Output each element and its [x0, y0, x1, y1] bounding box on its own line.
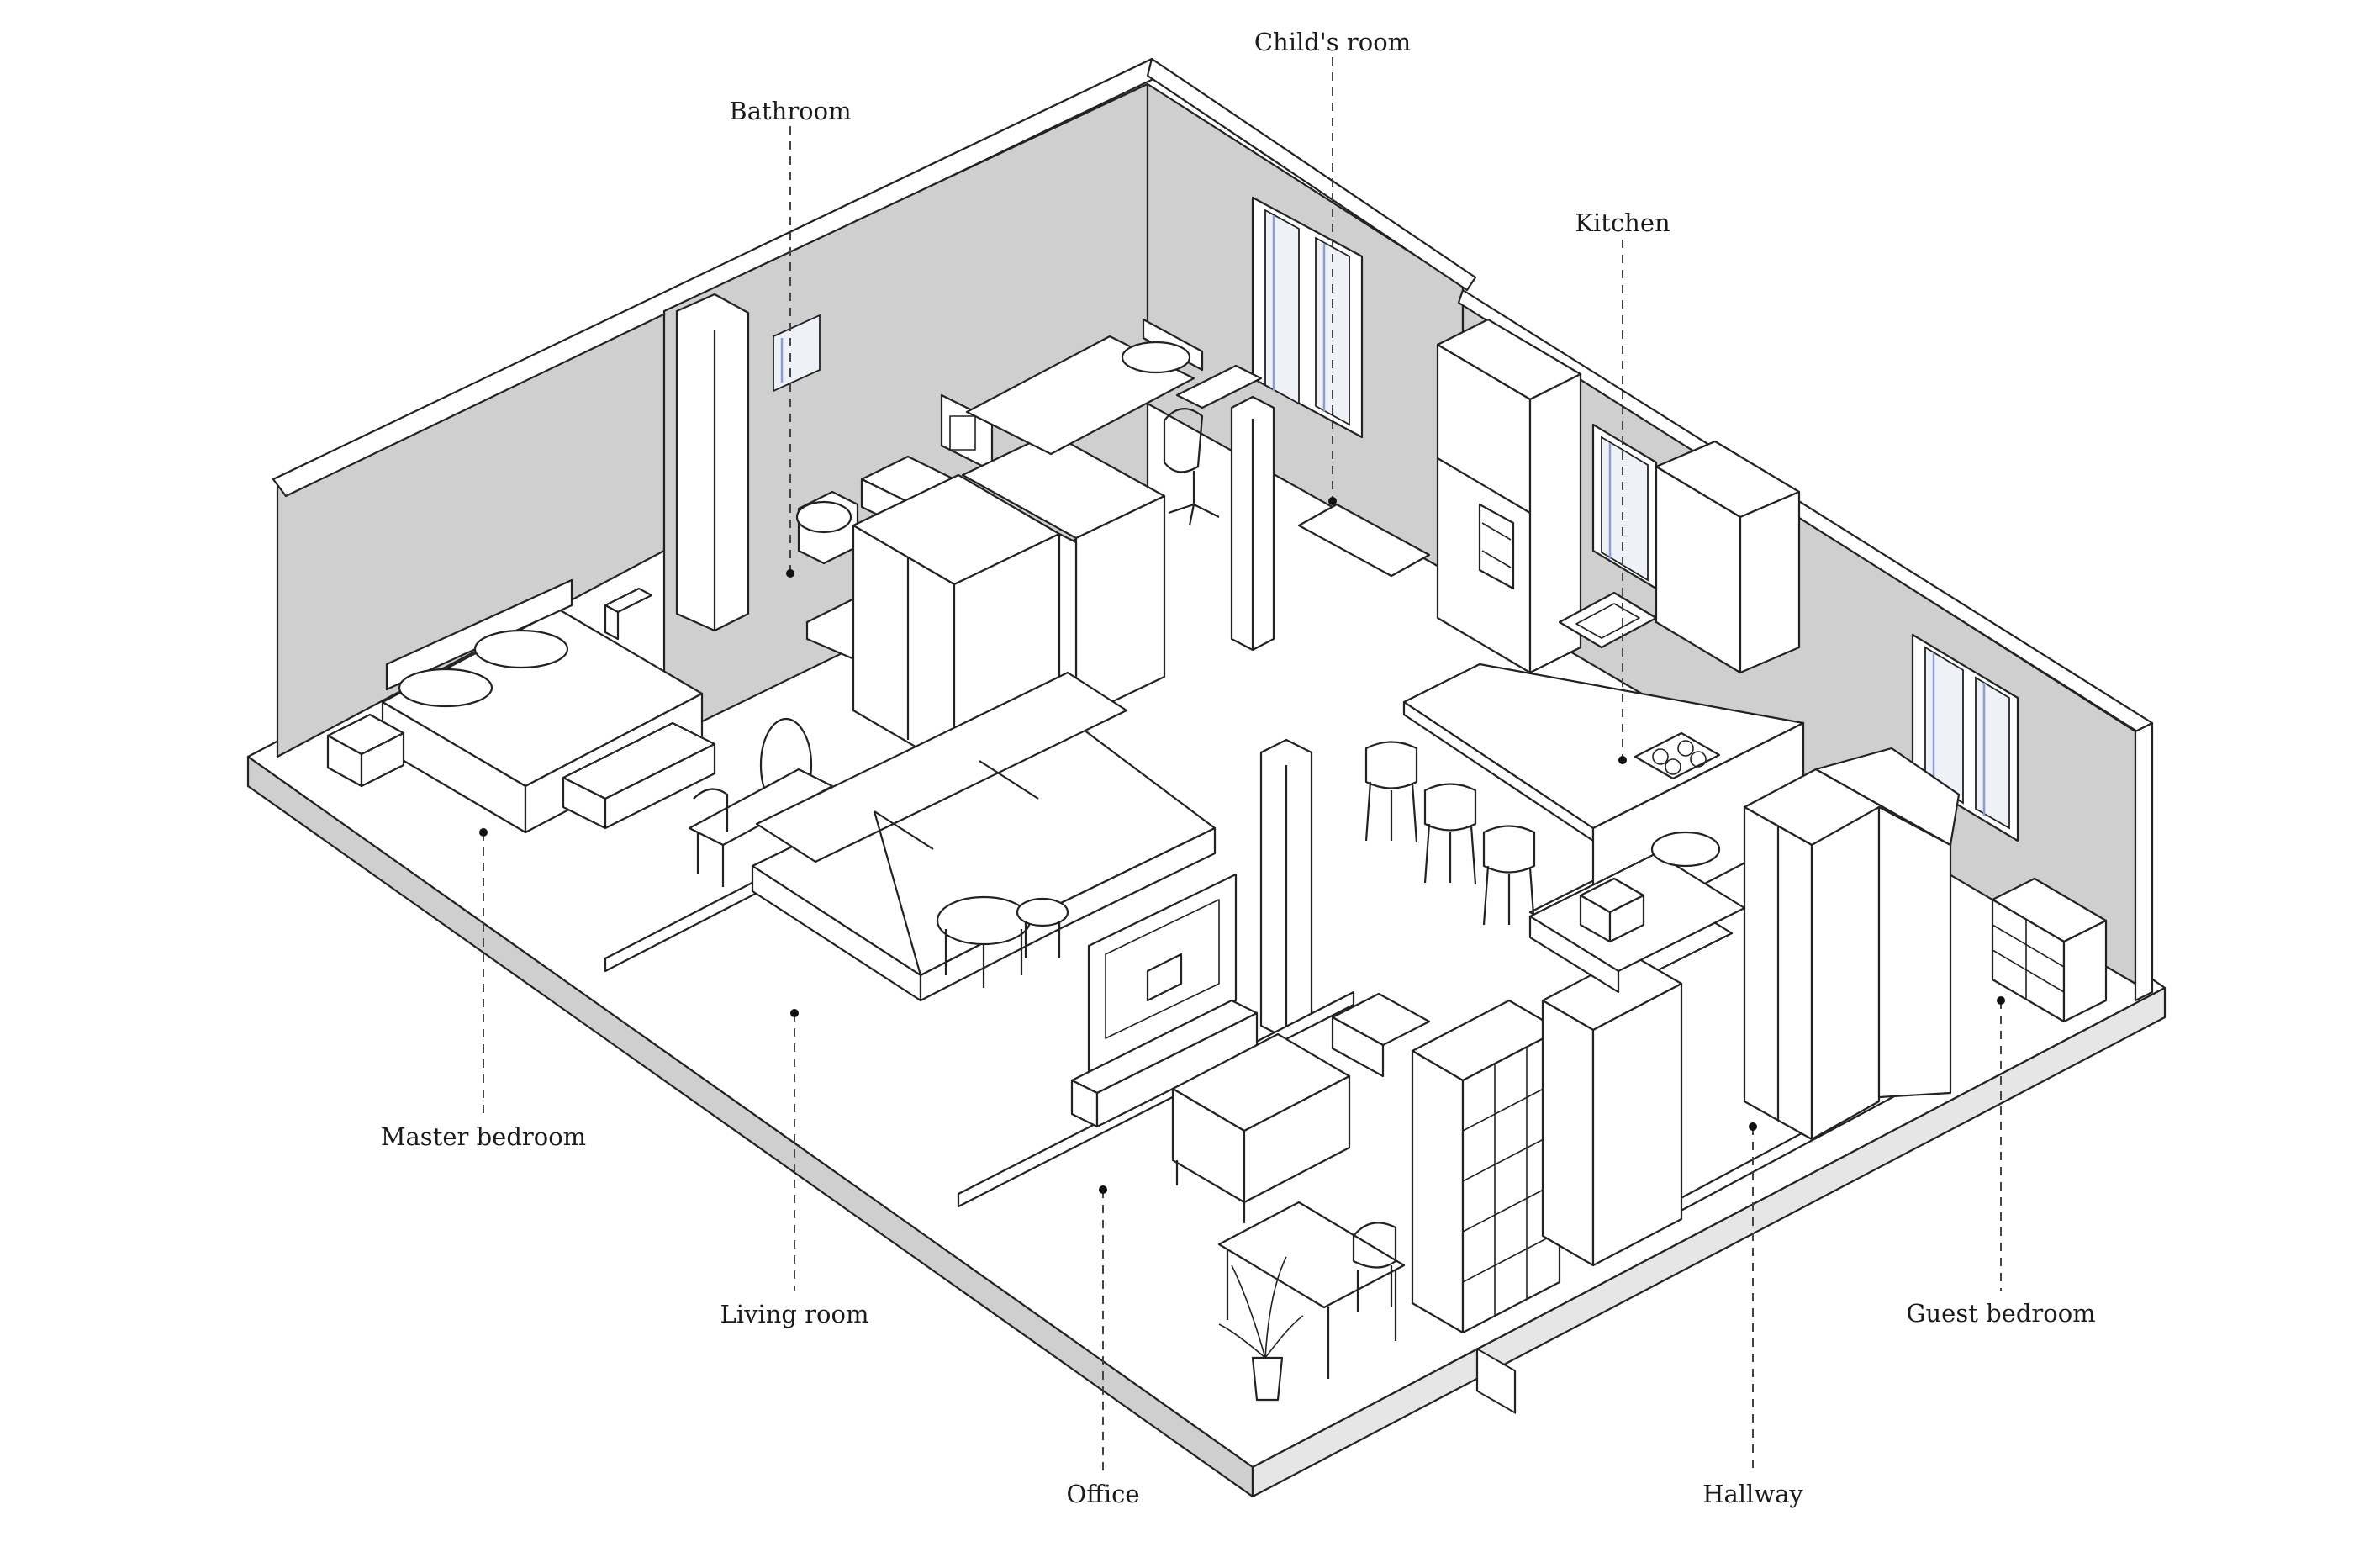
room-label-master-bedroom: Master bedroom	[381, 828, 586, 1151]
bench	[562, 721, 716, 830]
plant	[1218, 1256, 1304, 1402]
marker-dot-childs-room	[1328, 497, 1337, 505]
room-labels: Bathroom Child's room Kitchen Master bed…	[381, 28, 2096, 1508]
marker-dot-kitchen	[1618, 756, 1627, 764]
armchair	[1171, 1032, 1351, 1223]
window-childs-room	[1251, 196, 1364, 439]
bed-double	[381, 578, 704, 834]
nightstand-left	[326, 713, 405, 788]
office-furniture	[1171, 992, 1561, 1402]
marker-dot-living-room	[790, 1009, 799, 1017]
media-bench	[1070, 999, 1259, 1128]
marker-dot-guest-bedroom	[1997, 996, 2005, 1005]
tv-unit	[1087, 873, 1238, 1074]
desk-chair	[1163, 408, 1220, 526]
nightstand-right	[604, 587, 653, 641]
wardrobe-guest	[1743, 747, 1961, 1141]
label-bathroom: Bathroom	[729, 97, 851, 125]
marker-dot-bathroom	[786, 569, 794, 578]
room-label-childs-room: Child's room	[1254, 28, 1411, 505]
wardrobe-child	[961, 431, 1166, 721]
label-hallway: Hallway	[1702, 1480, 1803, 1508]
room-label-living-room: Living room	[720, 1009, 869, 1328]
child-desk	[1175, 364, 1263, 409]
chest-of-drawers	[1991, 877, 2108, 1023]
childs-room-furniture	[965, 318, 1431, 578]
kitchen-furniture	[1364, 318, 1805, 1414]
label-master-bedroom: Master bedroom	[381, 1122, 586, 1151]
window-kitchen	[1591, 423, 1658, 590]
marker-dot-office	[1099, 1185, 1107, 1194]
office-chair	[1352, 1222, 1397, 1312]
bar-stools	[1364, 741, 1536, 927]
label-childs-room: Child's room	[1254, 28, 1411, 56]
oven	[1478, 503, 1515, 590]
tall-wardrobe-hall	[1541, 953, 1683, 1267]
bookshelf	[1411, 999, 1561, 1334]
label-office: Office	[1066, 1480, 1139, 1508]
guest-nightstand	[1579, 877, 1645, 943]
room-label-hallway: Hallway	[1702, 1122, 1803, 1508]
windows	[773, 196, 2019, 842]
upper-cabinets	[1655, 440, 1801, 674]
window-bathroom	[773, 314, 821, 393]
bed-single	[965, 318, 1204, 456]
label-guest-bedroom: Guest bedroom	[1906, 1299, 2095, 1328]
hallway-furniture	[1528, 747, 2108, 1267]
master-bedroom-furniture	[326, 578, 834, 887]
room-label-bathroom: Bathroom	[729, 97, 852, 578]
window-bench	[1297, 503, 1431, 578]
room-label-kitchen: Kitchen	[1575, 209, 1670, 764]
cooktop	[1634, 731, 1721, 780]
toilet	[795, 490, 859, 565]
vanity-table	[688, 717, 834, 887]
living-room-furniture	[751, 671, 1259, 1128]
label-kitchen: Kitchen	[1575, 209, 1670, 237]
coffee-table-small	[1016, 897, 1069, 958]
label-living-room: Living room	[720, 1300, 869, 1328]
wash-basin	[1331, 992, 1431, 1078]
marker-dot-hallway	[1749, 1122, 1757, 1131]
room-label-office: Office	[1066, 1185, 1140, 1508]
room-label-guest-bedroom: Guest bedroom	[1906, 996, 2096, 1328]
marker-dot-master-bedroom	[479, 828, 488, 837]
kitchen-sink	[1558, 591, 1658, 649]
